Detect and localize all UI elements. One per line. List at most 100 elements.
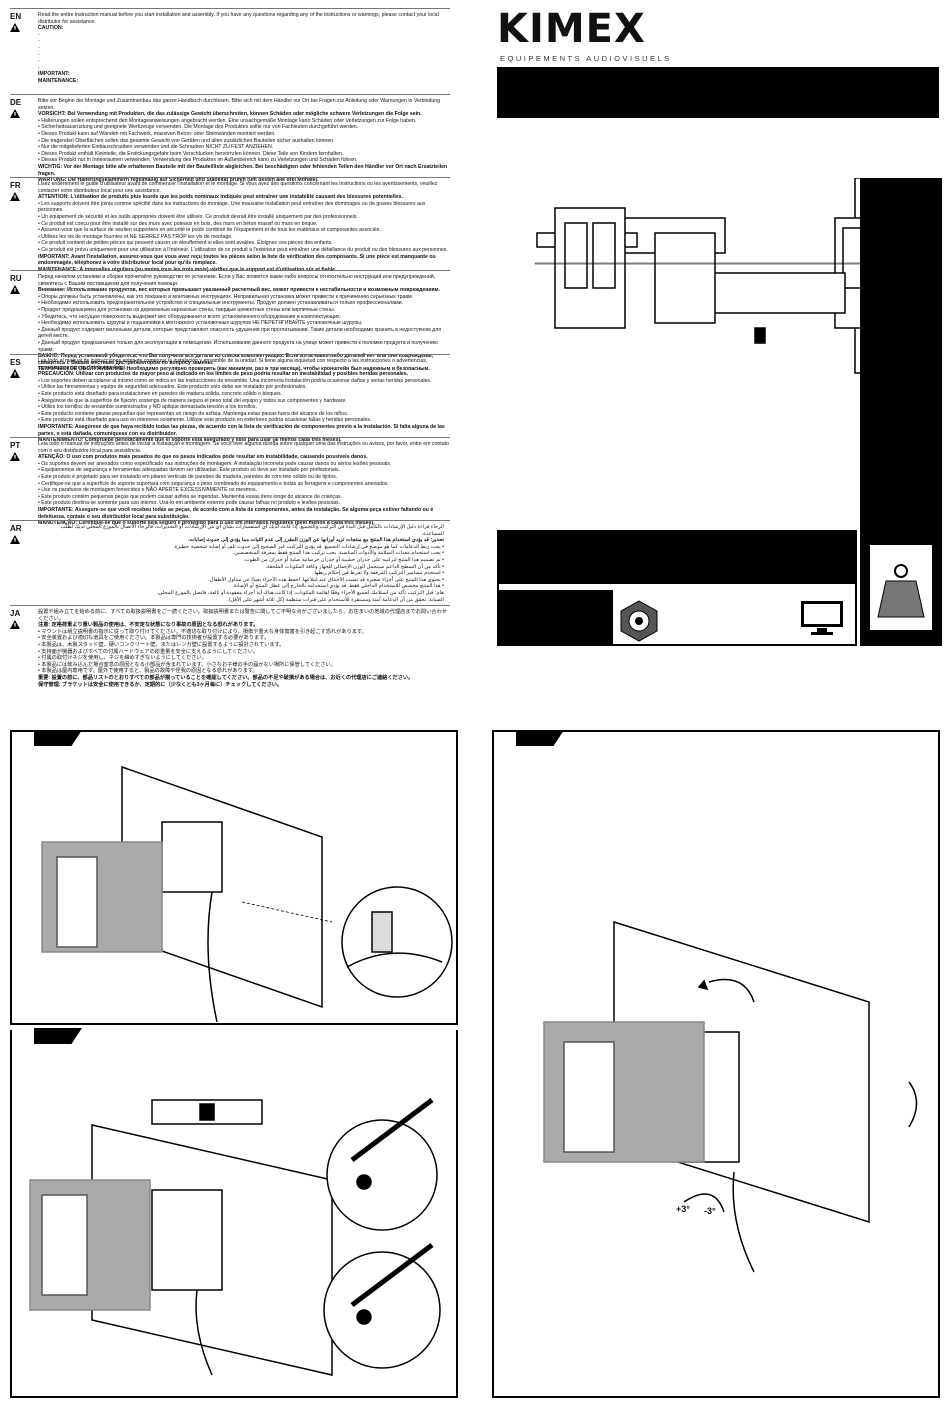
lang-code: AR [10, 524, 22, 533]
instruction-line: Перед началом установки и сборки прочита… [38, 274, 436, 287]
instruction-line: - [38, 44, 40, 51]
instruction-line: CAUTION: [38, 25, 64, 32]
instruction-line: Lea todo el manual de instrucciones ante… [38, 358, 428, 371]
instruction-line: • Ce produit est prévu uniquement pour u… [38, 246, 448, 253]
lang-block-pt: PT Leia todo o manual de instruções antes… [10, 437, 450, 527]
instruction-line: • Este produto contém pequenas peças que… [38, 493, 343, 500]
warning-icon [10, 109, 20, 118]
instruction-line: - [38, 64, 40, 71]
instruction-line: ATENÇÃO: O uso com produtos mais pesados… [38, 454, 368, 461]
brand-tagline: EQUIPEMENTS AUDIOVISUELS [500, 54, 672, 63]
instruction-line: تحذير: قد يؤدي استخدام هذا المنتج مع منت… [188, 537, 444, 544]
weight-icon [870, 545, 932, 630]
step-panel-3: +3° -3° [492, 730, 940, 1398]
lang-block-ru: RU Перед началом установки и сборки прочи… [10, 270, 450, 373]
instruction-line: • 本製品は、木製スタッド壁、硬いコンクリート壁、またはレンガ壁に設置するように… [38, 641, 285, 648]
lang-code: FR [10, 181, 21, 190]
instruction-line: Leia todo o manual de instruções antes d… [38, 441, 449, 454]
instruction-line: - [38, 31, 40, 38]
instruction-line: • Os suportes devem ser anexados como es… [38, 460, 392, 467]
instruction-line: • Необходимо использовать шурупы и подши… [38, 320, 363, 327]
warning-icon [10, 23, 20, 32]
instruction-line: Bitte vor Beginn der Montage und Zusamme… [38, 98, 441, 111]
warning-icon [10, 620, 20, 629]
step-tab [34, 1028, 82, 1044]
instruction-line: • Dieses Produkt kann auf Wänden mit Fac… [38, 130, 276, 137]
instruction-line: • Utilice los tornillos de ensamble sumi… [38, 404, 257, 411]
warning-icon [10, 192, 20, 201]
instruction-line: • Halterungen sollen entsprechend den Mo… [38, 117, 417, 124]
instruction-line: • Dieses Produkt enthält Kleinteile, die… [38, 150, 344, 157]
title-banner [497, 67, 939, 118]
instruction-line: • هذا المنتج مخصص للاستخدام الداخلي فقط.… [232, 583, 444, 590]
instruction-line: PRECAUCIÓN: Utilizar con productos de ma… [38, 371, 409, 378]
instruction-line: • تأكد من أن السطح الداعم سيتحمل الوزن ا… [265, 563, 444, 570]
tilt-minus-label: -3° [704, 1206, 716, 1216]
instruction-line: 設置や組み立てを始める前に、すべての取扱説明書をご一読ください。取扱説明書または… [38, 609, 447, 622]
lang-block-ja: JA 設置や組み立てを始める前に、すべての取扱説明書をご一読ください。取扱説明書ま… [10, 605, 450, 688]
lang-code: RU [10, 274, 22, 283]
step-panel-1 [10, 730, 458, 1025]
instruction-line: ВАЖНО: Перед установкой убедитесь, что В… [38, 353, 434, 366]
instruction-line: Read the entire instruction manual befor… [38, 12, 439, 25]
spec-label-block [497, 530, 857, 584]
instruction-line: • استخدم مسامير التركيب المرفقة ولا تفرط… [313, 570, 444, 577]
instruction-line: • 本製品には飲み込んだ場合窒息の原因となる小部品が含まれています。小さなお子様… [38, 661, 336, 668]
instruction-line: • Данный продукт содержит маленькие дета… [38, 326, 442, 340]
instruction-line: • Необходимо использовать предохранитель… [38, 300, 403, 307]
wall-mount-illustration [535, 178, 915, 374]
swivel-arrow-icon [708, 978, 755, 1003]
instruction-line: • Убедитесь, что несущая поверхность выд… [38, 313, 342, 320]
instruction-line: • 支持面が機器およびすべての付属ハードウェアの総重量を安全に支えるようにしてく… [38, 648, 259, 655]
instruction-line: - [38, 51, 40, 58]
instruction-line: • Dieses Produkt nur in Innenräumen verw… [38, 157, 358, 164]
instruction-line: الرجاء قراءة دليل الإرشادات بالكامل قبل … [60, 524, 444, 537]
brand-logo: KIMEX [497, 6, 646, 52]
instruction-line: • Este producto está diseñado para uso e… [38, 417, 372, 424]
instruction-line: • Продукт предназначен для установки на … [38, 306, 336, 313]
step-3-illustration [543, 920, 918, 1273]
step-tab [516, 730, 564, 746]
step-tab [34, 730, 82, 746]
instruction-line: IMPORTANT: [38, 71, 70, 78]
tilt-plus-label: +3° [676, 1204, 690, 1214]
lang-code: DE [10, 98, 22, 107]
instruction-line: 注意: 定格荷重より重い製品の使用は、不安定な状態になり事故の原因となる恐れがあ… [38, 622, 259, 629]
instruction-line: MANTENIMIENTO: Compruebe periódicamente … [38, 437, 342, 444]
instruction-line: • 本製品は屋内専用です。屋外で使用すると、製品の故障や怪我の原因となる恐れがあ… [38, 668, 258, 675]
step-panel-2 [10, 1028, 458, 1398]
instruction-line: • Ce produit contient de petites pièces … [38, 240, 333, 247]
instruction-line: • Die tragenden Oberflächen sollen das g… [38, 137, 335, 144]
instruction-line: MAINTENANCE: [38, 77, 79, 84]
instruction-line: - [38, 58, 40, 65]
instruction-line: IMPORTANTE: Asegúrese de que haya recibi… [38, 423, 445, 437]
lang-code: EN [10, 12, 22, 21]
lang-block-en: EN Read the entire instruction manual bef… [10, 8, 450, 85]
instruction-line: • يجب استخدام معدات السلامة والأدوات الم… [232, 550, 444, 557]
instruction-line: هام: قبل التركيب تأكد من استلامك لجميع ا… [156, 589, 444, 596]
instruction-line: • Assurez-vous que la surface de soutien… [38, 227, 381, 234]
lang-block-de: DE Bitte vor Beginn der Montage und Zusam… [10, 94, 450, 184]
instruction-line: Внимание: Использование продуктов, вес к… [38, 287, 440, 294]
instruction-line: • Este produto é projetado para ser inst… [38, 473, 338, 480]
instruction-line: Lisez entièrement le guide d'utilisateur… [38, 181, 438, 194]
instruction-line: ТЕХНИЧЕСКОЕ ОБСЛУЖИВАНИЕ: Необходимо рег… [38, 366, 430, 373]
instruction-line: • Nur die mitgelieferten Einbauschrauben… [38, 144, 274, 151]
lang-block-ar: AR الرجاء قراءة دليل الإرشادات بالكامل قب… [10, 520, 450, 603]
step-1-illustration [41, 765, 453, 1022]
lang-code: PT [10, 441, 21, 450]
instruction-line: MAINTENANCE: À intervalles réguliers (au… [38, 266, 337, 273]
instruction-line: • Les supports doivent être joints comme… [38, 200, 426, 214]
warning-icon [10, 285, 20, 294]
instruction-line: • Utilice las herramientas y equipo de s… [38, 384, 307, 391]
warning-icon [10, 452, 20, 461]
instruction-line: • 付属の取付けネジを使用し、ネジを締めすぎないようにしてください。 [38, 655, 207, 662]
model-label-block [497, 590, 613, 646]
instruction-line: WARTUNG: Die Halterungsklammern regelmäß… [38, 177, 319, 184]
lang-code: JA [10, 609, 21, 618]
instruction-line: VORSICHT: Bei Verwendung mit Produkten, … [38, 111, 422, 118]
instruction-line: • Certifique-se que a superfície de supo… [38, 480, 389, 487]
instruction-line: • Опоры должны быть установлены, как это… [38, 293, 414, 300]
instruction-line: • Este produto destina-se somente para u… [38, 500, 341, 507]
